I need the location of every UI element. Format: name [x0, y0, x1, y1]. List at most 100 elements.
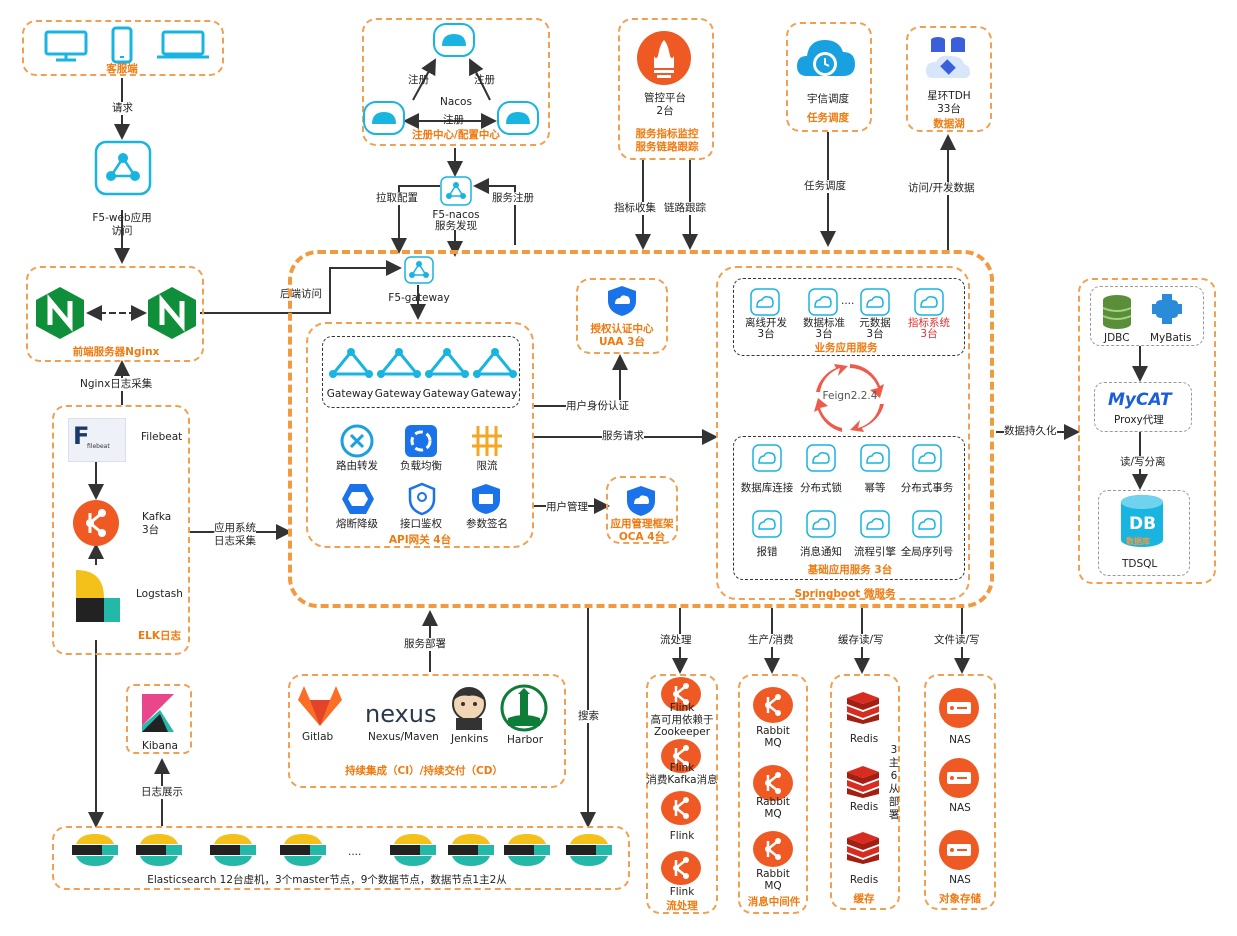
- monitor-title: 服务指标监控 服务链路跟踪: [635, 128, 699, 153]
- datalake-icon: [926, 37, 970, 78]
- biz-cloud-icon-3: [860, 288, 890, 316]
- edge-cache-rw: 缓存读/写: [838, 634, 884, 647]
- edge-service-request: 服务请求: [602, 430, 644, 443]
- feign-label: Feign2.2.4: [822, 390, 878, 402]
- elasticsearch-node-icon: [566, 834, 612, 866]
- load-balance-icon: [405, 425, 437, 457]
- gateway-icon-2: [377, 348, 421, 378]
- edge-deploy: 服务部署: [404, 638, 446, 651]
- mycat-logo: MyCAT: [1108, 390, 1172, 410]
- es-group: [52, 826, 630, 890]
- oca-group: [606, 476, 678, 544]
- proxy-label: Proxy代理: [1114, 414, 1164, 426]
- mybatis-label: MyBatis: [1150, 332, 1192, 344]
- biz-item-4: 指标系统 3台: [908, 317, 950, 340]
- nginx-icon-2: [148, 287, 196, 339]
- filebeat-logo-sub: filebeat: [87, 443, 110, 450]
- elasticsearch-node-icon: [210, 834, 256, 866]
- nas-label-1: NAS: [949, 734, 971, 746]
- gateway-icon-3: [425, 348, 469, 378]
- param-sign-icon: [472, 484, 500, 514]
- biz-title: 业务应用服务: [814, 342, 878, 354]
- f5-gateway-label: F5-gateway: [388, 292, 450, 304]
- redis-icon-2: [847, 766, 879, 798]
- kafka-icon: [73, 500, 119, 546]
- gateway-icon-4: [473, 348, 517, 378]
- mq-group: [738, 674, 808, 914]
- gateway-cluster: [322, 336, 520, 408]
- feature-route: 路由转发: [336, 460, 378, 472]
- client-group: [22, 20, 224, 76]
- base-item-7: 流程引擎: [854, 546, 896, 558]
- redis-icon-3: [847, 832, 879, 864]
- base-cloud-icon-4: [912, 444, 942, 472]
- f5-nacos-label: F5-nacos 服务发现: [432, 209, 480, 232]
- feature-loadbalance: 负载均衡: [400, 460, 442, 472]
- harbor-label: Harbor: [507, 734, 544, 746]
- base-app-group: [733, 436, 965, 580]
- api-gateway-title: API网关 4台: [388, 534, 452, 546]
- nacos-register-2: 注册: [474, 74, 495, 86]
- feature-ratelimit: 限流: [476, 460, 498, 472]
- flink-title: 流处理: [666, 900, 698, 912]
- schedule-title: 任务调度: [807, 112, 849, 124]
- elasticsearch-node-icon: [280, 834, 326, 866]
- monitor-name: 管控平台 2台: [644, 92, 686, 117]
- flink-group: [646, 674, 718, 914]
- redis-label-3: Redis: [849, 874, 879, 886]
- edge-user-auth: 用户身份认证: [566, 400, 629, 413]
- gateway-label-2: Gateway: [374, 388, 422, 400]
- tdsql-group: [1098, 490, 1190, 576]
- base-item-3: 幂等: [864, 482, 886, 494]
- biz-cloud-icon-4: [914, 288, 944, 316]
- nginx-title: 前端服务器Nginx: [72, 346, 160, 358]
- edge-produce: 生产/消费: [748, 634, 794, 647]
- f5-nacos-icon: [440, 176, 472, 206]
- base-cloud-icon-3: [860, 444, 890, 472]
- base-item-2: 分布式锁: [800, 482, 842, 494]
- feature-auth: 接口鉴权: [400, 518, 442, 530]
- base-cloud-icon-6: [806, 510, 836, 538]
- database-icon: [1121, 495, 1163, 547]
- base-item-4: 分布式事务: [900, 482, 954, 494]
- gateway-icon-1: [329, 348, 373, 378]
- edge-nginx-log: Nginx日志采集: [80, 378, 153, 391]
- elasticsearch-node-icon: [72, 834, 118, 866]
- harbor-icon: [500, 684, 548, 732]
- flink-label-1: Flink 高可用依赖于 Zookeeper: [650, 702, 714, 738]
- biz-app-group: [733, 278, 965, 356]
- base-cloud-icon-8: [912, 510, 942, 538]
- biz-item-3: 元数据 3台: [859, 317, 891, 340]
- springboot-main-group: [288, 250, 994, 608]
- nas-icon-2: [939, 758, 979, 798]
- flink-icon-1: [661, 677, 701, 711]
- monitor-group: [618, 18, 714, 160]
- base-item-5: 报错: [756, 546, 778, 558]
- nexus-label: Nexus/Maven: [368, 731, 439, 743]
- flink-icon-4: [661, 851, 701, 885]
- api-gateway-group: [306, 322, 534, 548]
- uaa-title: 授权认证中心 UAA 3台: [590, 323, 654, 348]
- client-title: 客服端: [106, 63, 138, 75]
- edge-request: 请求: [112, 102, 133, 115]
- edge-pull-config: 拉取配置: [376, 192, 418, 205]
- edge-stream: 流处理: [660, 634, 692, 647]
- filebeat-label: Filebeat: [141, 431, 183, 443]
- edge-task-dispatch: 任务调度: [804, 180, 846, 193]
- oca-title: 应用管理框架 OCA 4台: [610, 518, 674, 543]
- route-forward-icon: [340, 424, 374, 458]
- f5-web-icon: [94, 140, 152, 196]
- flink-icon-2: [661, 739, 701, 773]
- nexus-logo: nexus: [365, 700, 437, 728]
- feature-breaker: 熔断降级: [336, 518, 378, 530]
- biz-item-2: 数据标准 3台: [803, 317, 845, 340]
- flink-icon-3: [661, 791, 701, 825]
- orm-group: [1090, 286, 1204, 346]
- gateway-label-1: Gateway: [326, 388, 374, 400]
- elasticsearch-node-icon: [136, 834, 182, 866]
- kibana-icon: [142, 694, 174, 732]
- cache-title: 缓存: [853, 893, 875, 905]
- kafka-label: Kafka 3台: [142, 511, 172, 536]
- logstash-icon: [76, 570, 120, 622]
- circuit-breaker-icon: [342, 484, 374, 514]
